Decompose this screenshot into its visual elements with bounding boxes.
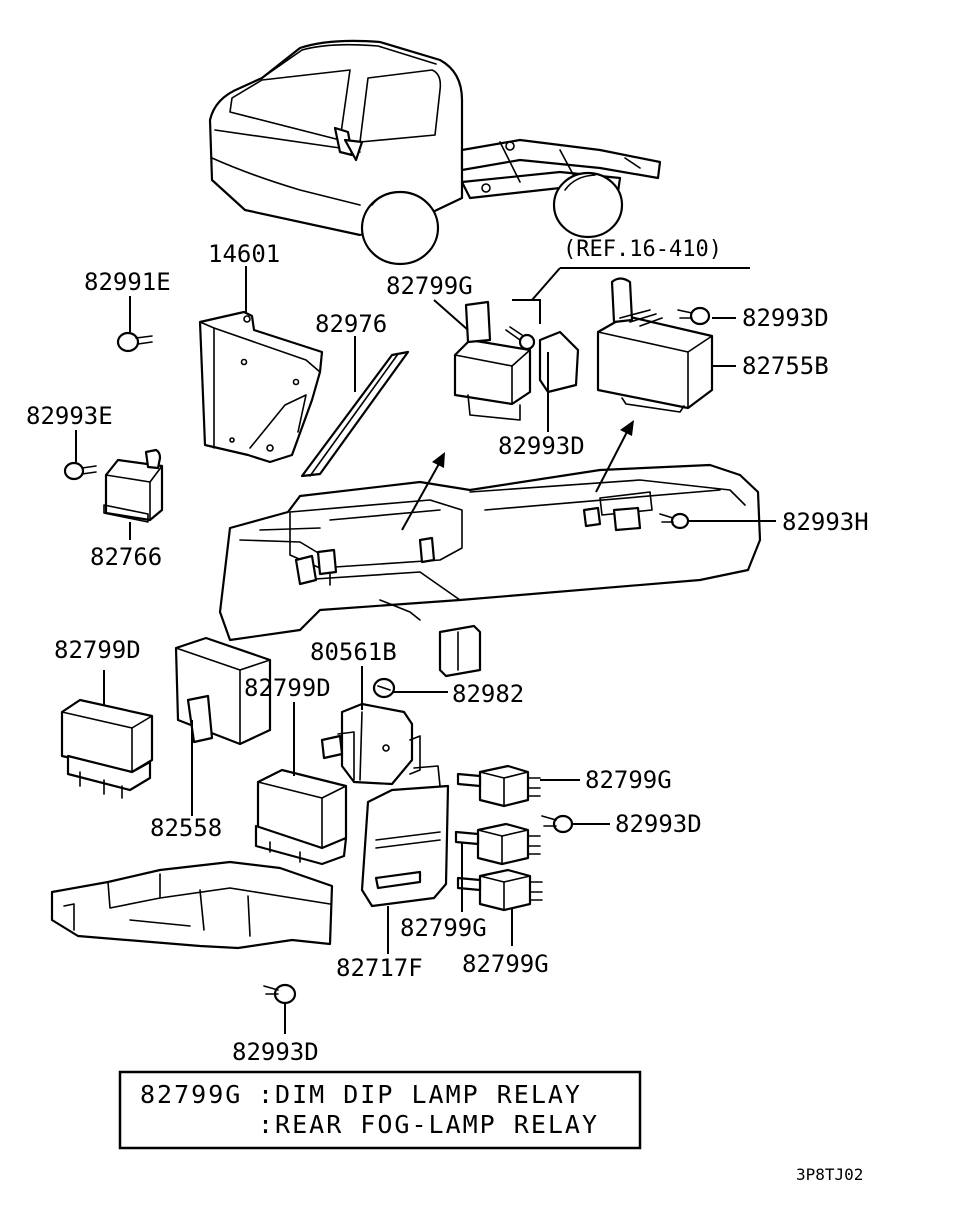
legend-line-2: :REAR FOG-LAMP RELAY [258, 1110, 599, 1139]
truck-illustration [208, 39, 662, 266]
screw-82991E [116, 331, 153, 353]
label-82755B: 82755B [742, 352, 829, 380]
label-82993D-mid: 82993D [498, 432, 585, 460]
bracket-14601 [198, 310, 324, 464]
bracket-upper-82982 [438, 624, 482, 678]
label-82799G-r3: 82799G [462, 950, 549, 978]
flasher-82558 [174, 636, 272, 746]
legend-box [118, 1070, 642, 1150]
label-14601: 14601 [208, 240, 280, 268]
bracket-80561B [320, 702, 421, 786]
label-82993D-r: 82993D [615, 810, 702, 838]
screw-82993D-bottom [263, 983, 297, 1005]
label-82799G-r1: 82799G [585, 766, 672, 794]
relay-82799G-r2 [454, 822, 541, 866]
legend-part-number: 82799G [140, 1080, 242, 1109]
screw-82993D-top [677, 306, 711, 326]
under-cover-panel [50, 860, 334, 950]
relay-82799G-top [453, 300, 580, 421]
label-82993D-tr: 82993D [742, 304, 829, 332]
cover-82717F [360, 765, 450, 908]
label-82799G-top: 82799G [386, 272, 473, 300]
strip-82976 [300, 350, 410, 478]
label-82993H: 82993H [782, 508, 869, 536]
leader-lines [75, 266, 776, 1034]
legend: 82799G :DIM DIP LAMP RELAY :REAR FOG-LAM… [118, 1070, 642, 1150]
label-82799D-left: 82799D [54, 636, 141, 664]
part-labels: 14601 82991E 82976 82799G (REF.16-410) 8… [26, 237, 869, 1066]
label-82993E: 82993E [26, 402, 113, 430]
label-82799D-mid: 82799D [244, 674, 331, 702]
label-82799G-r2: 82799G [400, 914, 487, 942]
screw-82993D-right [541, 814, 574, 834]
label-80561B: 80561B [310, 638, 397, 666]
label-82991E: 82991E [84, 268, 171, 296]
diagram-code: 3P8TJ02 [796, 1165, 863, 1184]
assembly-arrows [401, 420, 634, 531]
label-82717F: 82717F [336, 954, 423, 982]
label-ref: (REF.16-410) [563, 237, 722, 262]
label-82558: 82558 [150, 814, 222, 842]
label-82982: 82982 [452, 680, 524, 708]
label-82766: 82766 [90, 543, 162, 571]
label-82993D-bottom: 82993D [232, 1038, 319, 1066]
clip-82982 [372, 677, 396, 699]
legend-line-1: :DIM DIP LAMP RELAY [258, 1080, 582, 1109]
relay-82799D-left [60, 698, 154, 799]
relay-82799D-mid [254, 768, 348, 866]
screw-82993E [63, 461, 97, 481]
instrument-panel [218, 463, 762, 642]
relay-82766 [103, 448, 164, 523]
relay-82799G-r3 [456, 868, 543, 912]
relay-82799G-r1 [456, 764, 541, 808]
relay-82755B [596, 277, 714, 413]
label-82976: 82976 [315, 310, 387, 338]
